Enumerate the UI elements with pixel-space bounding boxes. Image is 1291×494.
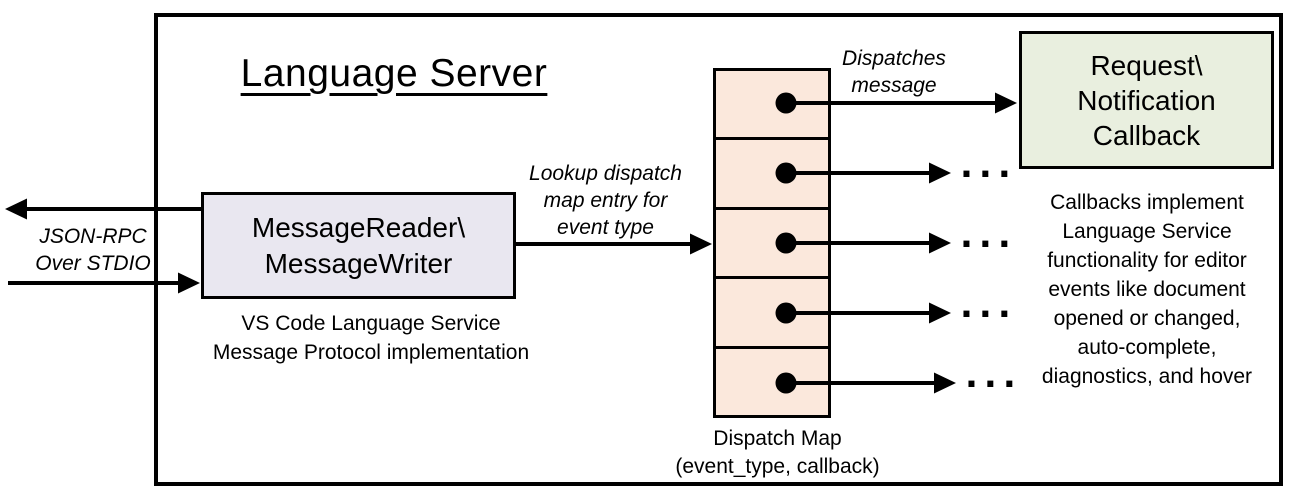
language-server-boundary-box <box>154 13 1283 486</box>
lookup-label-line2: map entry for <box>543 189 668 212</box>
dispatch-map <box>713 68 831 418</box>
callbacks-note-line: auto-complete, <box>1077 336 1217 359</box>
callbacks-note-line: functionality for editor <box>1047 249 1247 272</box>
dispatch-map-cell <box>716 71 828 141</box>
callbacks-note-line: Language Service <box>1062 220 1232 243</box>
dispatches-message-label: Dispatches message <box>810 45 978 99</box>
lookup-label-line1: Lookup dispatch <box>529 162 682 185</box>
reader-box-line1: MessageReader\ <box>251 211 466 243</box>
callbacks-note-line: diagnostics, and hover <box>1041 365 1253 388</box>
dispatch-map-label: Dispatch Map (event_type, callback) <box>650 425 905 481</box>
dispatch-map-cell <box>716 279 828 349</box>
reader-caption-line2: Message Protocol implementation <box>212 341 530 364</box>
io-label-line1: JSON-RPC <box>39 225 147 248</box>
dispatches-label-line2: message <box>851 74 937 97</box>
io-label-line2: Over STDIO <box>35 252 151 275</box>
dispatch-map-cell <box>716 209 828 280</box>
dispatch-map-cell <box>716 348 828 416</box>
json-rpc-stdio-label: JSON-RPC Over STDIO <box>10 223 176 277</box>
callback-box-line1: Request\ <box>1090 49 1203 81</box>
dispatches-label-line1: Dispatches <box>842 47 946 70</box>
diagram-title: Language Server <box>240 52 548 95</box>
callbacks-note-line: opened or changed, <box>1053 307 1241 330</box>
callback-box-line3: Callback <box>1092 119 1201 151</box>
message-reader-writer-box: MessageReader\ MessageWriter <box>201 192 516 299</box>
callback-box-line2: Notification <box>1077 84 1216 116</box>
dispatch-map-label-line2: (event_type, callback) <box>675 455 880 478</box>
callbacks-note-line: events like document <box>1048 278 1246 301</box>
reader-box-caption: VS Code Language Service Message Protoco… <box>190 309 552 367</box>
reader-box-line2: MessageWriter <box>264 247 453 279</box>
lookup-dispatch-label: Lookup dispatch map entry for event type <box>513 160 698 241</box>
request-notification-callback-box: Request\ Notification Callback <box>1019 31 1274 169</box>
callbacks-note-line: Callbacks implement <box>1050 191 1244 214</box>
lookup-label-line3: event type <box>557 216 654 239</box>
dispatch-map-cell <box>716 140 828 210</box>
callbacks-note: Callbacks implement Language Service fun… <box>1018 188 1276 391</box>
dispatch-map-label-line1: Dispatch Map <box>713 427 842 450</box>
reader-caption-line1: VS Code Language Service <box>241 312 501 335</box>
